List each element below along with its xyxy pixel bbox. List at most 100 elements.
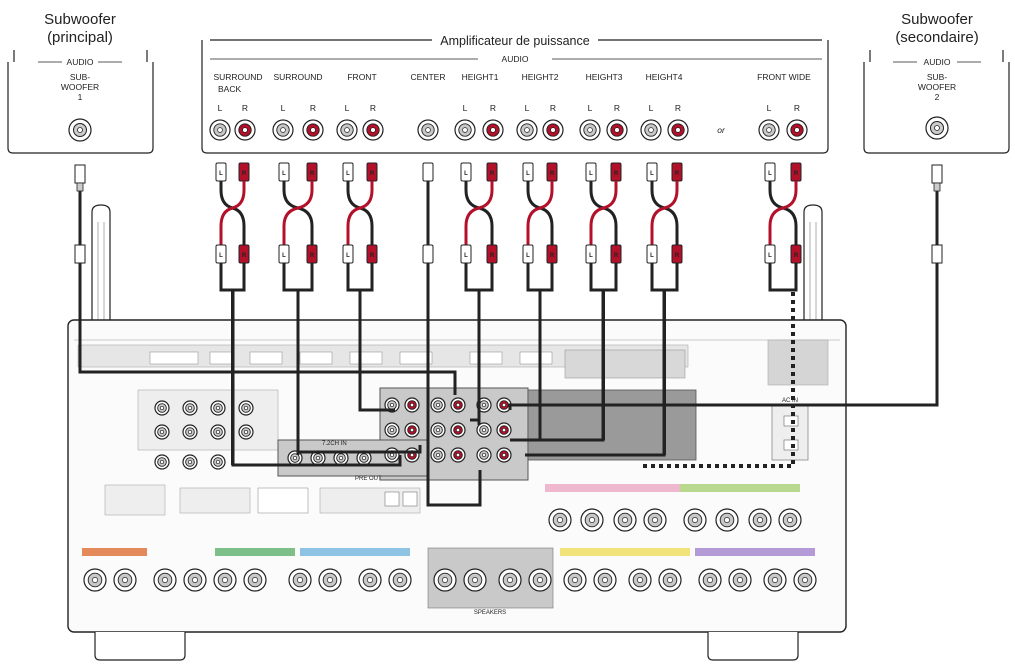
plug-bot-left-5: L [522,244,534,264]
preout-jack-3 [450,397,466,413]
recv-in-jack-3 [238,400,254,416]
subwoofer-secondary-title-2: (secondaire) [895,29,978,46]
receiver-rs232-port [257,487,309,514]
subwoofer-secondary-audio-label: AUDIO [924,57,951,67]
preout-jack-15 [450,447,466,463]
receiver-ac-in-label: AC IN [782,398,798,404]
plug-top-left-7-letter: L [650,171,654,177]
front-wide-dotted-cable [640,292,795,468]
amp-jack-left-6 [579,119,601,141]
plug-top-right-1: R [306,162,318,182]
speaker-terminal-0-2 [613,508,637,532]
recv-in-jack-10 [210,454,226,470]
amp-channel-right-7: R [675,103,681,113]
route-5 [540,290,605,442]
amp-jack-left-2 [336,119,358,141]
route-0 [231,290,402,467]
amp-channel-right-6: R [614,103,620,113]
plug-top-left-4: L [460,162,472,182]
subwoofer-main-panel [7,62,154,154]
recv-in-jack-1 [182,400,198,416]
amp-jack-right-6 [606,119,628,141]
subwoofer-secondary: Subwoofer (secondaire) AUDIO SUB- WOOFER… [863,11,1010,154]
plug-bot-left-8-letter: L [768,253,772,259]
plug-top-right-7-letter: R [675,171,680,177]
speaker-terminal-0-6 [748,508,772,532]
zone-green [215,548,295,556]
plug-bot-right-4: R [486,244,498,264]
plug-top-right-2-letter: R [370,171,375,177]
wire-join-1 [282,263,314,292]
plug-top-left-1: L [278,162,290,182]
plug-top-left-0: L [215,162,227,182]
plug-bot-right-7: R [671,244,683,264]
amp-channel-left-5: L [525,103,530,113]
subwoofer-secondary-jack-label-2: WOOFER [918,82,956,92]
receiver-preout-jacks [287,397,512,466]
plug-bot-right-1: R [306,244,318,264]
zone-blue [300,548,410,556]
route-2 [358,290,395,412]
plug-bot-left-2: L [342,244,354,264]
plug-top-left-6-letter: L [589,171,593,177]
plug-top-right-5: R [546,162,558,182]
plug-top-right-7: R [671,162,683,182]
amp-jack-right-5 [542,119,564,141]
recv-in-jack-5 [182,424,198,440]
amp-jack-left-8 [758,119,780,141]
av-receiver-rear: 7.2CH IN PRE OUT AC IN SPEAKERS [67,319,847,661]
speaker-terminal-1-5 [243,568,267,592]
speaker-terminal-1-10 [433,568,457,592]
plug-top-right-5-letter: R [550,171,555,177]
speaker-terminal-1-9 [388,568,412,592]
wire-join-7 [650,263,679,292]
subwoofer-main-jack-label-2: WOOFER [61,82,99,92]
subwoofer-secondary-panel [863,62,1010,154]
speaker-terminal-1-16 [628,568,652,592]
amplifier-title: Amplificateur de puissance [440,34,589,48]
amp-channel-left-6: L [588,103,593,113]
speaker-terminal-1-17 [658,568,682,592]
plug-bot-left-0: L [215,244,227,264]
receiver-foot-left [94,632,186,661]
speaker-terminal-1-20 [763,568,787,592]
receiver-port-8 [519,351,553,365]
power-amplifier: Amplificateur de puissance AUDIO or SURR… [201,34,829,154]
receiver-antenna-mount [767,339,829,386]
plug-bot-left-1: L [278,244,290,264]
wire-b-6 [589,181,618,245]
wire-b-7 [650,181,679,245]
speaker-terminal-0-0 [548,508,572,532]
preout-jack-1 [404,397,420,413]
plug-top-left-0-letter: L [219,171,223,177]
plug-bot-left-6-letter: L [589,253,593,259]
receiver-port-block [564,349,686,379]
amplifier-or-label: or [717,125,726,135]
route-3 [470,290,481,422]
receiver-speaker-terminals [83,508,817,592]
plug-top-right-1-letter: R [310,171,315,177]
receiver-7ch-panel [277,439,429,477]
subwoofer-secondary-jack-label-3: 2 [935,92,940,102]
plug-top-right-0-letter: R [242,171,247,177]
wire-join-5 [526,263,554,292]
plug-top-left-4-letter: L [464,171,468,177]
amplifier-audio-label: AUDIO [502,54,529,64]
subwoofer-main-cable [74,164,457,395]
receiver-left-jacks [114,400,254,508]
amp-channel-left-4: L [463,103,468,113]
amp-jack-right-7 [667,119,689,141]
route-6 [525,290,666,457]
receiver-port-5 [349,351,383,365]
plug-bot-left-2-letter: L [346,253,350,259]
amp-channel-right-2: R [370,103,376,113]
plug-bot-left-6: L [585,244,597,264]
speaker-terminal-1-1 [113,568,137,592]
plug-bot-left-0-letter: L [219,253,223,259]
speaker-terminal-1-3 [183,568,207,592]
plug-bot-right-2-letter: R [370,253,375,259]
amp-channel-3: CENTER [411,72,445,141]
